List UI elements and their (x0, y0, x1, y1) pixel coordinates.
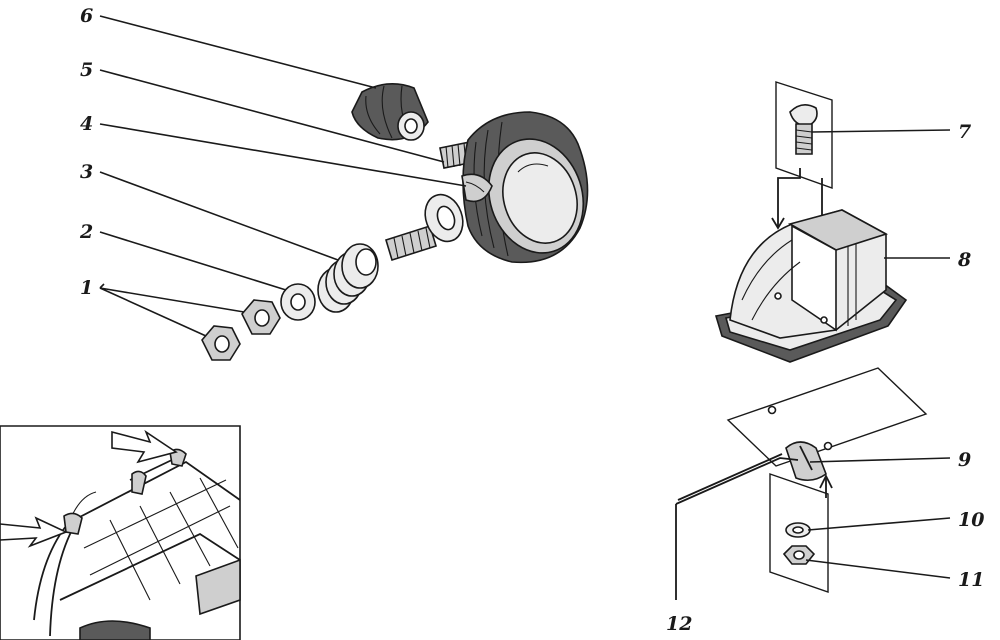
hex-nut-part-1-b (201, 325, 241, 361)
lamp-cover-part-8 (714, 209, 908, 363)
callout-3: 3 (80, 161, 93, 183)
callout-12: 12 (666, 613, 692, 635)
hex-nut-part-1-a (241, 299, 281, 335)
coil-spring-part-3 (317, 243, 379, 313)
rod-part-12 (675, 453, 799, 600)
screw-part-7 (789, 104, 818, 155)
callout-labels: 6 5 4 3 2 1 7 8 9 10 11 12 (79, 5, 984, 635)
assembly-arrows-lower (819, 473, 833, 498)
callout-5: 5 (80, 59, 93, 81)
callout-10: 10 (958, 509, 984, 531)
callout-4: 4 (80, 113, 93, 135)
callout-6: 6 (80, 5, 93, 27)
washer-part-10 (785, 522, 811, 538)
rubber-boot-part-6 (351, 83, 429, 141)
callout-8: 8 (957, 249, 971, 271)
leader-lines-right (805, 129, 951, 579)
callout-9: 9 (958, 449, 971, 471)
vehicle-body-inset (0, 425, 241, 640)
leader-lines-left (99, 15, 467, 337)
callout-2: 2 (79, 221, 93, 243)
callout-1: 1 (80, 277, 93, 299)
callout-7: 7 (958, 121, 971, 143)
washer-part-2 (280, 283, 316, 321)
front-stud-bolt (385, 193, 464, 262)
lamp-lens-part-4 (461, 173, 493, 203)
mounting-plate-part-9 (726, 367, 928, 482)
callout-11: 11 (958, 569, 984, 591)
